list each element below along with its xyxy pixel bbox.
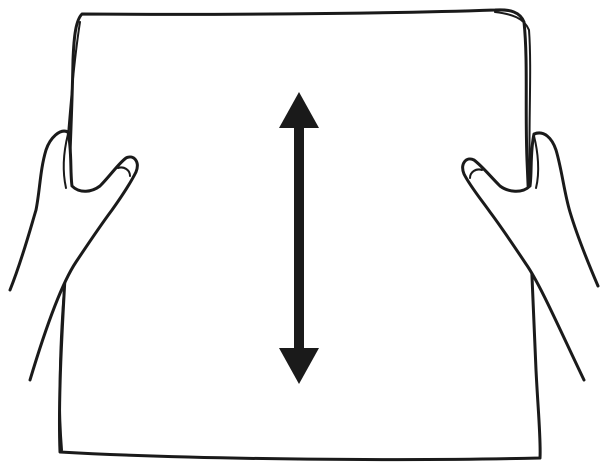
arrow-head-up	[279, 92, 319, 128]
right-hand-outline	[463, 133, 598, 380]
left-hand-icon	[10, 131, 137, 380]
arrow-head-down	[279, 348, 319, 384]
arrow-shaft	[294, 118, 304, 358]
double-headed-vertical-arrow-icon	[279, 92, 319, 384]
right-hand-icon	[463, 133, 598, 380]
